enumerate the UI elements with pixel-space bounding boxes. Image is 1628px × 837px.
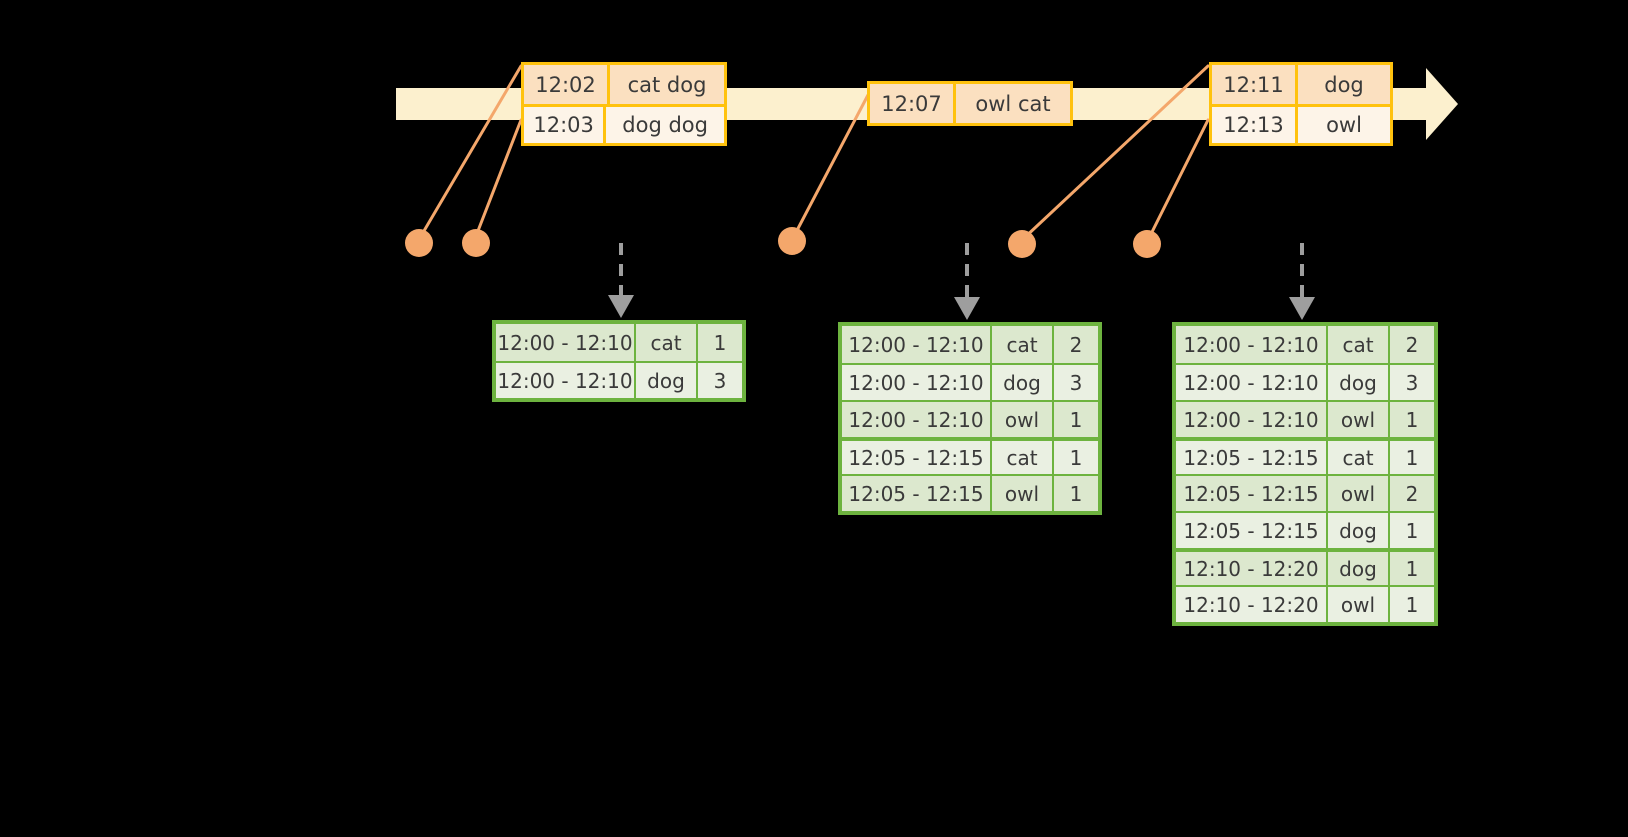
key-cell: owl bbox=[1328, 476, 1390, 511]
dot-1 bbox=[405, 229, 433, 257]
table-row: 12:00 - 12:10 owl 1 bbox=[842, 400, 1098, 437]
key-cell: owl bbox=[992, 402, 1054, 437]
window-cell: 12:10 - 12:20 bbox=[1176, 552, 1328, 585]
event-payload: dog dog bbox=[606, 107, 724, 143]
window-cell: 12:00 - 12:10 bbox=[496, 363, 636, 398]
window-cell: 12:00 - 12:10 bbox=[1176, 326, 1328, 363]
result-table-3: 12:00 - 12:10 cat 2 12:00 - 12:10 dog 3 … bbox=[1172, 322, 1438, 626]
table-row: 12:10 - 12:20 owl 1 bbox=[1176, 585, 1434, 622]
key-cell: dog bbox=[1328, 552, 1390, 585]
down-arrow-head-1 bbox=[608, 295, 634, 318]
dot-3 bbox=[778, 227, 806, 255]
count-cell: 1 bbox=[1405, 407, 1419, 432]
window-cell: 12:00 - 12:10 bbox=[1176, 365, 1328, 400]
event-row: 12:02 cat dog bbox=[524, 65, 724, 104]
window-cell: 12:05 - 12:15 bbox=[1176, 513, 1328, 548]
window-cell: 12:00 - 12:10 bbox=[842, 365, 992, 400]
count-cell: 1 bbox=[1405, 445, 1419, 470]
table-row: 12:05 - 12:15 cat 1 bbox=[842, 437, 1098, 474]
count-cell: 2 bbox=[1069, 332, 1083, 357]
count-cell: 1 bbox=[1405, 556, 1419, 581]
table-row: 12:05 - 12:15 owl 1 bbox=[842, 474, 1098, 511]
table-row: 12:00 - 12:10 cat 2 bbox=[842, 326, 1098, 363]
event-time: 12:11 bbox=[1212, 65, 1298, 104]
table-row: 12:00 - 12:10 dog 3 bbox=[1176, 363, 1434, 400]
connector-line-1 bbox=[419, 64, 523, 238]
count-cell: 1 bbox=[1069, 407, 1083, 432]
count-cell: 2 bbox=[1405, 332, 1419, 357]
count-cell: 1 bbox=[1405, 592, 1419, 617]
window-cell: 12:00 - 12:10 bbox=[1176, 402, 1328, 437]
event-row: 12:13 owl bbox=[1212, 104, 1390, 143]
table-row: 12:00 - 12:10 owl 1 bbox=[1176, 400, 1434, 437]
down-arrow-head-2 bbox=[954, 297, 980, 320]
key-cell: cat bbox=[992, 441, 1054, 474]
key-cell: cat bbox=[1328, 326, 1390, 363]
count-cell: 1 bbox=[1069, 445, 1083, 470]
key-cell: dog bbox=[1328, 513, 1390, 548]
count-cell: 2 bbox=[1405, 481, 1419, 506]
key-cell: owl bbox=[1328, 587, 1390, 622]
event-group-3: 12:11 dog 12:13 owl bbox=[1209, 62, 1393, 146]
connector-line-2 bbox=[474, 118, 523, 238]
window-cell: 12:00 - 12:10 bbox=[496, 324, 636, 361]
event-row: 12:03 dog dog bbox=[524, 104, 724, 143]
window-cell: 12:00 - 12:10 bbox=[842, 326, 992, 363]
window-cell: 12:05 - 12:15 bbox=[842, 441, 992, 474]
window-cell: 12:10 - 12:20 bbox=[1176, 587, 1328, 622]
event-time: 12:03 bbox=[524, 107, 607, 143]
table-row: 12:00 - 12:10 dog 3 bbox=[842, 363, 1098, 400]
table-row: 12:05 - 12:15 cat 1 bbox=[1176, 437, 1434, 474]
result-table-2: 12:00 - 12:10 cat 2 12:00 - 12:10 dog 3 … bbox=[838, 322, 1102, 515]
event-payload: cat dog bbox=[610, 65, 724, 104]
table-row: 12:00 - 12:10 cat 1 bbox=[496, 324, 742, 361]
event-group-1: 12:02 cat dog 12:03 dog dog bbox=[521, 62, 727, 146]
dot-2 bbox=[462, 229, 490, 257]
count-cell: 1 bbox=[713, 330, 727, 355]
event-row: 12:11 dog bbox=[1212, 65, 1390, 104]
event-payload: dog bbox=[1298, 65, 1390, 104]
table-row: 12:05 - 12:15 owl 2 bbox=[1176, 474, 1434, 511]
count-cell: 3 bbox=[1069, 370, 1083, 395]
key-cell: cat bbox=[992, 326, 1054, 363]
event-time: 12:13 bbox=[1212, 107, 1298, 143]
count-cell: 3 bbox=[1405, 370, 1419, 395]
window-cell: 12:05 - 12:15 bbox=[1176, 441, 1328, 474]
event-group-2: 12:07 owl cat bbox=[867, 81, 1073, 126]
down-arrow-head-3 bbox=[1289, 297, 1315, 320]
dot-5 bbox=[1133, 230, 1161, 258]
result-table-1: 12:00 - 12:10 cat 1 12:00 - 12:10 dog 3 bbox=[492, 320, 746, 402]
window-cell: 12:05 - 12:15 bbox=[1176, 476, 1328, 511]
dot-4 bbox=[1008, 230, 1036, 258]
window-cell: 12:00 - 12:10 bbox=[842, 402, 992, 437]
window-cell: 12:05 - 12:15 bbox=[842, 476, 992, 511]
event-row: 12:07 owl cat bbox=[870, 84, 1070, 123]
key-cell: cat bbox=[636, 324, 698, 361]
connector-line-5 bbox=[1146, 118, 1210, 242]
key-cell: dog bbox=[992, 365, 1054, 400]
count-cell: 1 bbox=[1405, 518, 1419, 543]
event-payload: owl bbox=[1298, 107, 1390, 143]
table-row: 12:05 - 12:15 dog 1 bbox=[1176, 511, 1434, 548]
event-payload: owl cat bbox=[956, 84, 1070, 123]
table-row: 12:00 - 12:10 dog 3 bbox=[496, 361, 742, 398]
key-cell: owl bbox=[1328, 402, 1390, 437]
event-time: 12:02 bbox=[524, 65, 610, 104]
count-cell: 3 bbox=[713, 368, 727, 393]
count-cell: 1 bbox=[1069, 481, 1083, 506]
table-row: 12:00 - 12:10 cat 2 bbox=[1176, 326, 1434, 363]
key-cell: dog bbox=[636, 363, 698, 398]
connector-line-3 bbox=[791, 93, 870, 240]
key-cell: owl bbox=[992, 476, 1054, 511]
key-cell: cat bbox=[1328, 441, 1390, 474]
table-row: 12:10 - 12:20 dog 1 bbox=[1176, 548, 1434, 585]
key-cell: dog bbox=[1328, 365, 1390, 400]
event-time: 12:07 bbox=[870, 84, 956, 123]
